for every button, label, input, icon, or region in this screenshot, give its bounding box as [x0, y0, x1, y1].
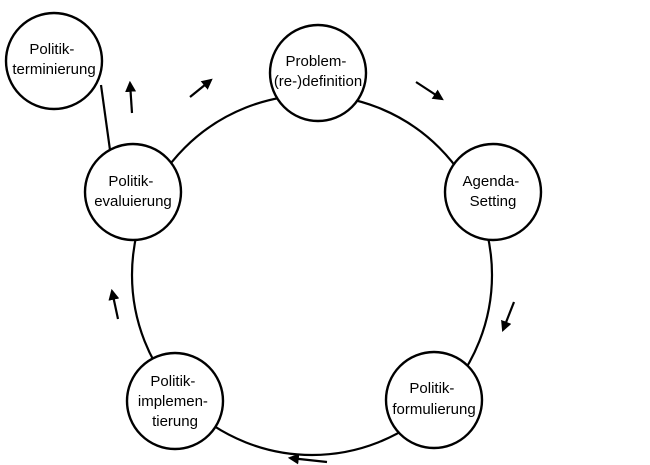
- node-circle: [83, 142, 183, 242]
- node-label-line: formulierung: [392, 401, 475, 418]
- node-policy-formulation: Politik- formulierung: [384, 350, 484, 450]
- node-label-line: Setting: [470, 193, 517, 210]
- node-label-line: Politik-: [409, 380, 454, 397]
- node-label-line: evaluierung: [94, 193, 172, 210]
- node-label: Politik- implemen- tierung: [138, 373, 212, 430]
- node-circle: [384, 350, 484, 450]
- arrow-formulation-to-implementation: [287, 453, 328, 465]
- node-label: Problem- (re-)definition: [274, 53, 362, 90]
- node-label-line: implemen-: [138, 393, 208, 410]
- termination-connector: [99, 84, 112, 151]
- node-circle: [125, 351, 225, 451]
- node-label-line: terminierung: [12, 61, 95, 78]
- arrow-problem-to-agenda: [415, 81, 444, 101]
- arrow-implementation-to-evaluation: [108, 288, 120, 320]
- node-label-line: Politik-: [150, 373, 195, 390]
- node-policy-evaluation: Politik- evaluierung: [83, 142, 183, 242]
- node-label: Agenda- Setting: [463, 173, 524, 210]
- node-label-line: Politik-: [29, 41, 74, 58]
- node-circle: [443, 142, 543, 242]
- node-label: Politik- formulierung: [392, 380, 475, 418]
- node-label-line: Problem-: [285, 53, 346, 70]
- node-label: Politik- evaluierung: [94, 173, 172, 210]
- arrow-evaluation-to-problem: [189, 78, 213, 98]
- node-policy-termination: Politik- terminierung: [4, 11, 104, 111]
- node-label-line: Politik-: [108, 173, 153, 190]
- node-label-line: (re-)definition: [274, 73, 362, 90]
- node-problem-definition: Problem- (re-)definition: [268, 23, 368, 123]
- arrow-agenda-to-formulation: [501, 301, 516, 333]
- node-policy-implementation: Politik- implemen- tierung: [125, 351, 225, 451]
- node-circle: [268, 23, 368, 123]
- arrow-evaluation-to-termination: [125, 80, 137, 114]
- node-label-line: tierung: [152, 413, 198, 430]
- node-circle: [4, 11, 104, 111]
- node-label: Politik- terminierung: [12, 41, 95, 78]
- node-agenda-setting: Agenda- Setting: [443, 142, 543, 242]
- node-label-line: Agenda-: [463, 173, 520, 190]
